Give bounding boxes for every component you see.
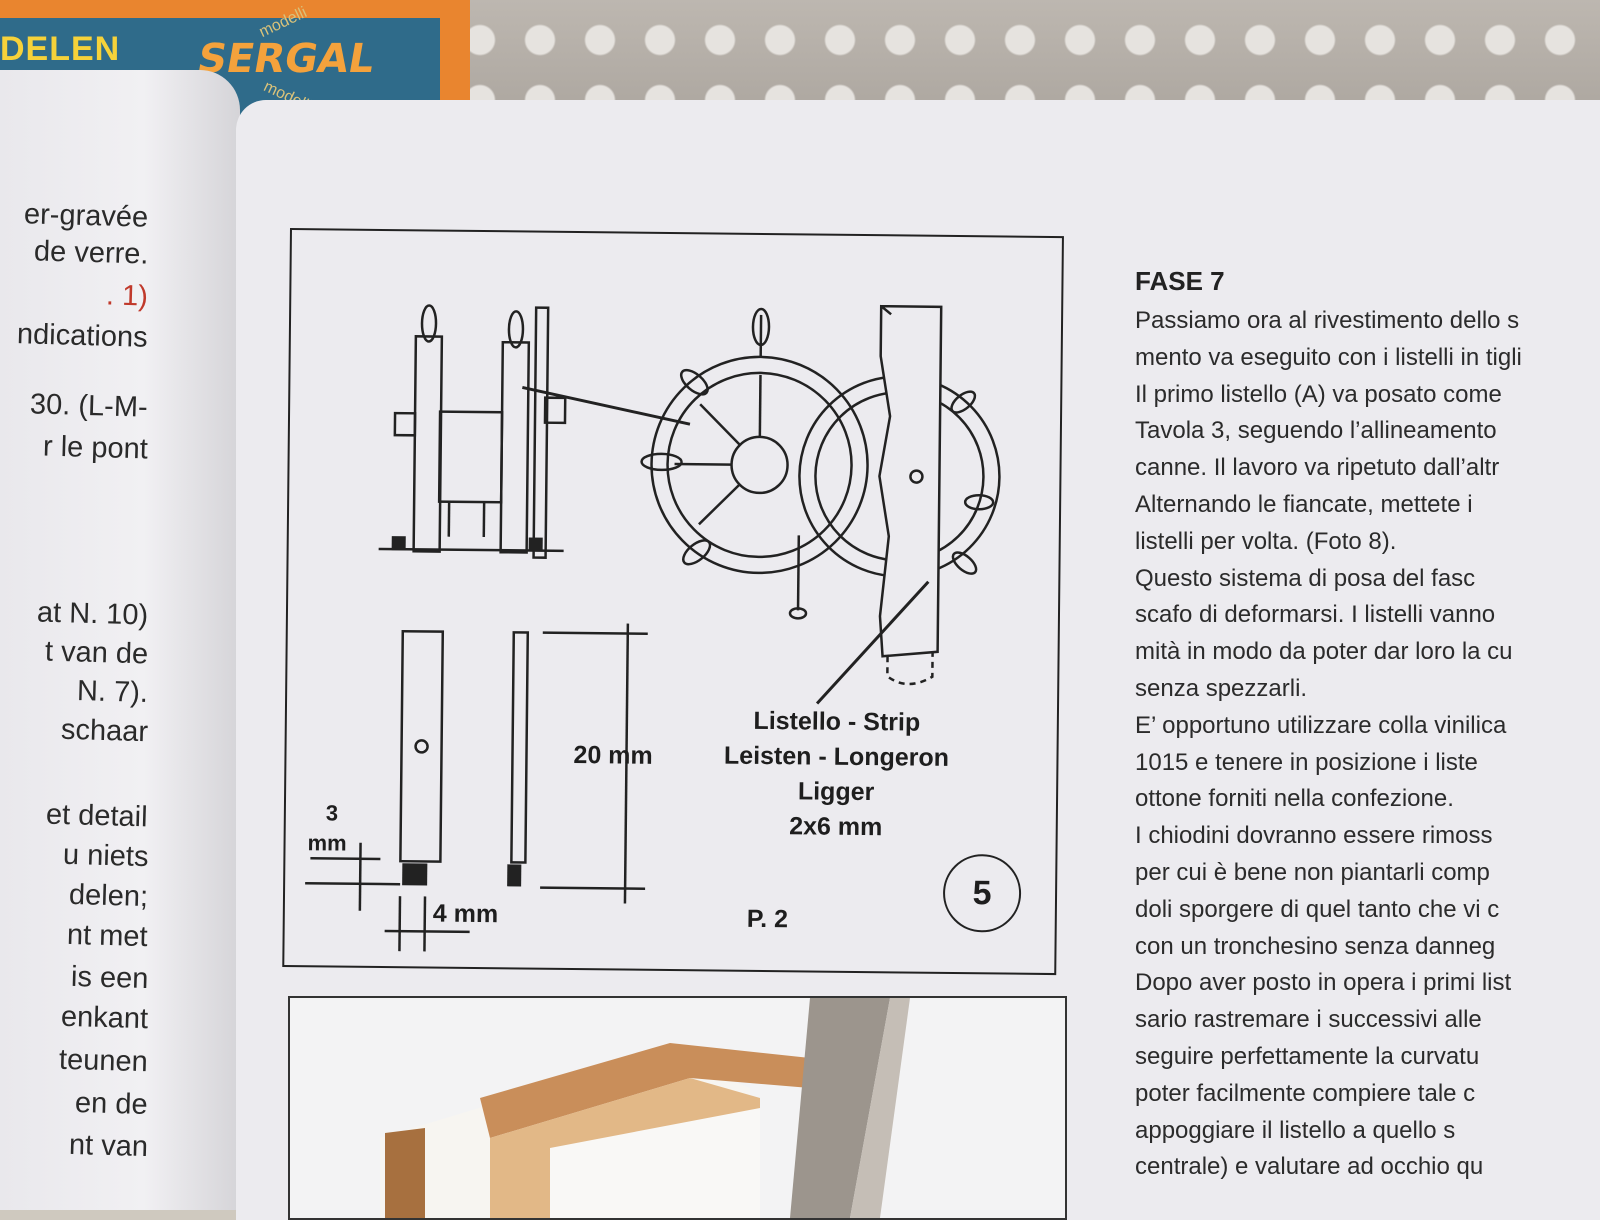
left-page-line: r le pont bbox=[43, 431, 149, 467]
left-page-line: delen; bbox=[69, 879, 149, 914]
sergal-logo: SERGAL bbox=[194, 36, 378, 82]
stand-post-left bbox=[414, 336, 442, 551]
left-page-line: at N. 10) bbox=[36, 596, 148, 632]
instruction-line: senza spezzarli. bbox=[1135, 671, 1575, 708]
instruction-line: mento va eseguito con i listelli in tigl… bbox=[1135, 340, 1575, 377]
section-heading: FASE 7 bbox=[1135, 266, 1575, 297]
instruction-line: Passiamo ora al rivestimento dello s bbox=[1135, 303, 1575, 340]
instruction-line: listelli per volta. (Foto 8). bbox=[1135, 524, 1575, 561]
dimension-thickness-number: 3 bbox=[326, 800, 339, 826]
dimension-height: 20 mm bbox=[573, 741, 653, 771]
dimension-width: 4 mm bbox=[433, 900, 499, 930]
dimension-thickness-unit: mm bbox=[307, 830, 346, 856]
instruction-line: centrale) e valutare ad occhio qu bbox=[1135, 1149, 1575, 1186]
left-page-line: t van de bbox=[44, 636, 148, 672]
figure-number-badge: 5 bbox=[943, 854, 1022, 933]
instruction-line: poter facilmente compiere tale c bbox=[1135, 1076, 1575, 1113]
instruction-line: Tavola 3, seguendo l’allineamento bbox=[1135, 413, 1575, 450]
instruction-line: Dopo aver posto in opera i primi list bbox=[1135, 965, 1575, 1002]
strip-label-1: Listello - Strip bbox=[707, 706, 967, 738]
left-page-line: . 1) bbox=[106, 279, 149, 313]
kit-box-text: DELEN bbox=[0, 30, 120, 69]
ship-wheel-drawing bbox=[284, 230, 1062, 973]
strip-label-4: 2x6 mm bbox=[706, 811, 966, 843]
plate-reference: P. 2 bbox=[747, 905, 789, 934]
strip-label-3: Ligger bbox=[706, 776, 966, 808]
instruction-line: I chiodini dovranno essere rimoss bbox=[1135, 818, 1575, 855]
instruction-line: Alternando le fiancate, mettete i bbox=[1135, 487, 1575, 524]
left-page-line: N. 7). bbox=[77, 675, 149, 710]
left-page-line: de verre. bbox=[33, 235, 148, 271]
instruction-line: Questo sistema di posa del fasc bbox=[1135, 561, 1575, 598]
instruction-line: appoggiare il listello a quello s bbox=[1135, 1113, 1575, 1150]
instruction-line: sario rastremare i successivi alle bbox=[1135, 1002, 1575, 1039]
instructions-column: FASE 7 Passiamo ora al rivestimento dell… bbox=[1135, 266, 1575, 1186]
instruction-line: scafo di deformarsi. I listelli vanno bbox=[1135, 597, 1575, 634]
instruction-line: Il primo listello (A) va posato come bbox=[1135, 377, 1575, 414]
instruction-figure: Listello - Strip Leisten - Longeron Ligg… bbox=[282, 228, 1064, 975]
left-page-line: et detail bbox=[46, 799, 148, 835]
instruction-line: canne. Il lavoro va ripetuto dall’altr bbox=[1135, 450, 1575, 487]
left-page-line: ndications bbox=[17, 318, 148, 355]
left-page-line: u niets bbox=[62, 839, 148, 874]
left-page-line: 30. (L-M- bbox=[30, 388, 149, 424]
left-page-line: nt met bbox=[67, 919, 148, 954]
instruction-line: doli sporgere di quel tanto che vi c bbox=[1135, 892, 1575, 929]
strip-side-view bbox=[511, 632, 527, 862]
left-page-line: nt van bbox=[69, 1129, 149, 1164]
left-page-line: er-gravée bbox=[23, 198, 148, 234]
left-page-line: en de bbox=[75, 1087, 148, 1122]
left-page-line: teunen bbox=[59, 1044, 149, 1079]
instruction-line: seguire perfettamente la curvatu bbox=[1135, 1039, 1575, 1076]
model-photo bbox=[288, 996, 1067, 1220]
instruction-line: ottone forniti nella confezione. bbox=[1135, 781, 1575, 818]
left-page-line: is een bbox=[70, 961, 148, 996]
left-page-line: enkant bbox=[60, 1001, 148, 1036]
strip-label-2: Leisten - Longeron bbox=[706, 741, 966, 773]
instruction-line: con un tronchesino senza danneg bbox=[1135, 929, 1575, 966]
instruction-line: E’ opportuno utilizzare colla vinilica bbox=[1135, 708, 1575, 745]
strip-front-view bbox=[400, 631, 442, 861]
instruction-line: per cui è bene non piantarli comp bbox=[1135, 855, 1575, 892]
hull-photo-drawing bbox=[290, 998, 1065, 1218]
instruction-line: 1015 e tenere in posizione i liste bbox=[1135, 745, 1575, 782]
instruction-line: mità in modo da poter dar loro la cu bbox=[1135, 634, 1575, 671]
stand-post-right bbox=[501, 342, 529, 552]
left-page-line: schaar bbox=[61, 714, 149, 749]
